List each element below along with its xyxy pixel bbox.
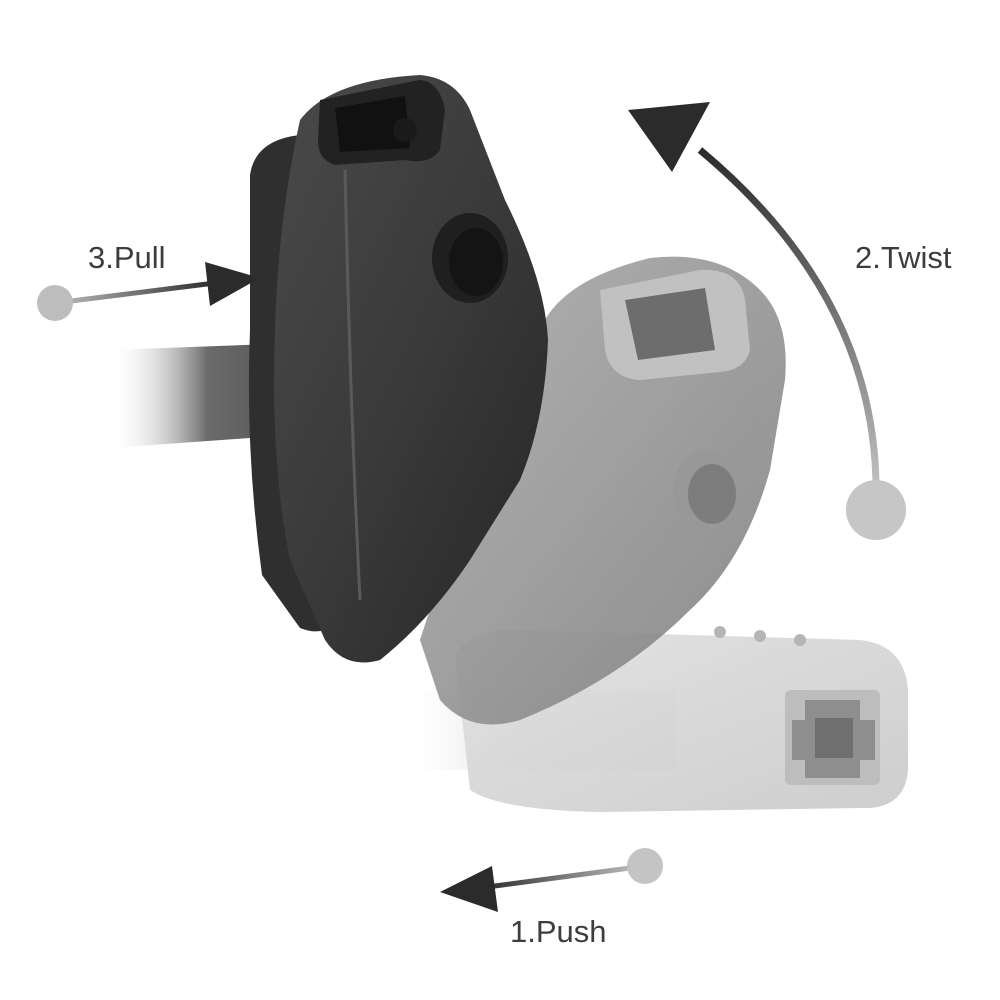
pull-indicator: 3.Pull [37, 240, 260, 321]
pull-arrow-shaft [54, 280, 216, 306]
twist-origin-dot [846, 480, 906, 540]
pull-label: 3.Pull [88, 240, 166, 275]
push-origin-dot [627, 848, 663, 884]
arrow-left-icon [440, 866, 498, 912]
push-label: 1.Push [510, 914, 607, 949]
arrow-right-icon [205, 262, 260, 306]
twist-indicator: 2.Twist [628, 102, 952, 540]
connector-position-dark [110, 75, 548, 663]
curved-arrow-icon [628, 102, 710, 172]
pull-origin-dot [37, 285, 73, 321]
push-arrow-shaft [479, 863, 646, 891]
twist-arrow-shaft [697, 147, 880, 501]
push-indicator: 1.Push [440, 848, 663, 949]
twist-label: 2.Twist [855, 240, 952, 275]
